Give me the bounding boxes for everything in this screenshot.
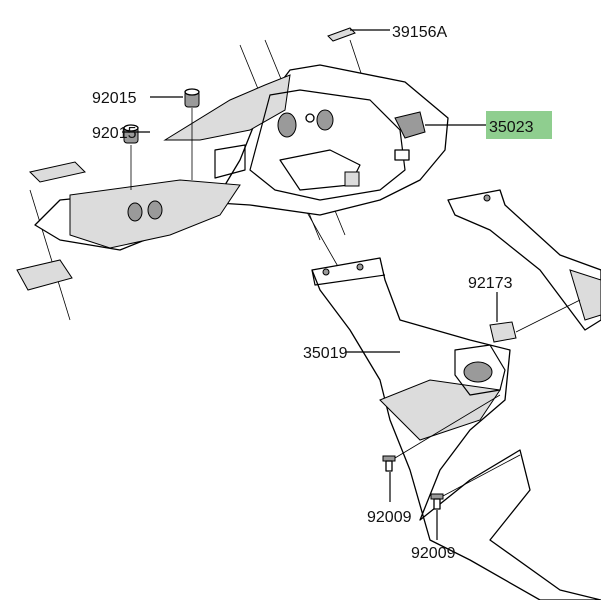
callout-92009-right[interactable]: 92009 — [411, 545, 456, 562]
pad-left-upper — [29, 161, 86, 183]
callout-35023[interactable]: 35023 — [489, 119, 534, 136]
callout-highlight — [486, 111, 552, 139]
screw-right-part — [430, 493, 444, 510]
clamp-part — [489, 321, 517, 343]
pad-39156A — [327, 27, 356, 42]
screw-left-part — [382, 455, 396, 472]
pad-left-lower — [16, 259, 73, 291]
tail-cover-part — [34, 64, 449, 251]
grommet-lower-part — [123, 124, 139, 144]
grommet-upper-part — [184, 88, 200, 108]
callout-35019[interactable]: 35019 — [303, 345, 348, 362]
callout-92009-left[interactable]: 92009 — [367, 509, 412, 526]
callout-92015-lower[interactable]: 92015 — [92, 125, 137, 142]
rear-fender-part — [311, 257, 601, 600]
callout-92173[interactable]: 92173 — [468, 275, 513, 292]
callout-39156A[interactable]: 39156A — [392, 24, 447, 41]
side-bracket-part — [447, 189, 601, 331]
callout-92015-upper[interactable]: 92015 — [92, 90, 137, 107]
